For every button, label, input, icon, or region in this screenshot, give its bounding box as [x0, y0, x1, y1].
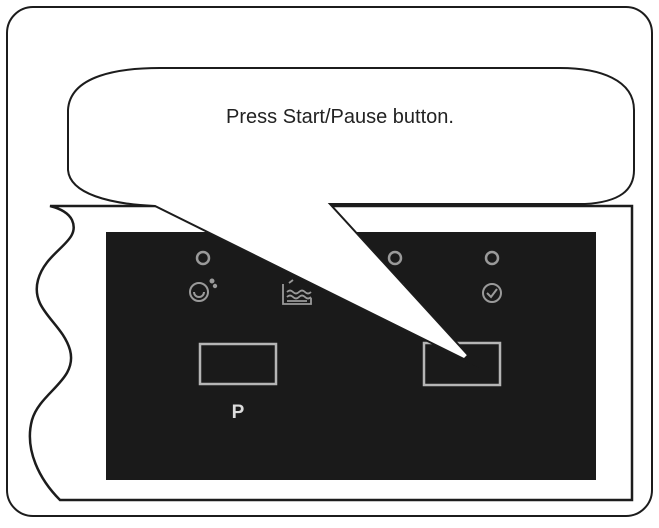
rinse-icon [282, 279, 312, 305]
drain-icon [482, 283, 502, 303]
start-pause-button[interactable] [422, 341, 502, 387]
program-button[interactable] [198, 342, 278, 386]
wash-icon [189, 278, 218, 302]
wash-led [195, 250, 211, 266]
program-button-label: P [231, 402, 245, 423]
callout-text: Press Start/Pause button. [226, 106, 454, 128]
drain-led [484, 250, 500, 266]
callout-pointer-tip [462, 352, 480, 368]
callout-balloon [67, 67, 635, 367]
spin-led [387, 250, 403, 266]
